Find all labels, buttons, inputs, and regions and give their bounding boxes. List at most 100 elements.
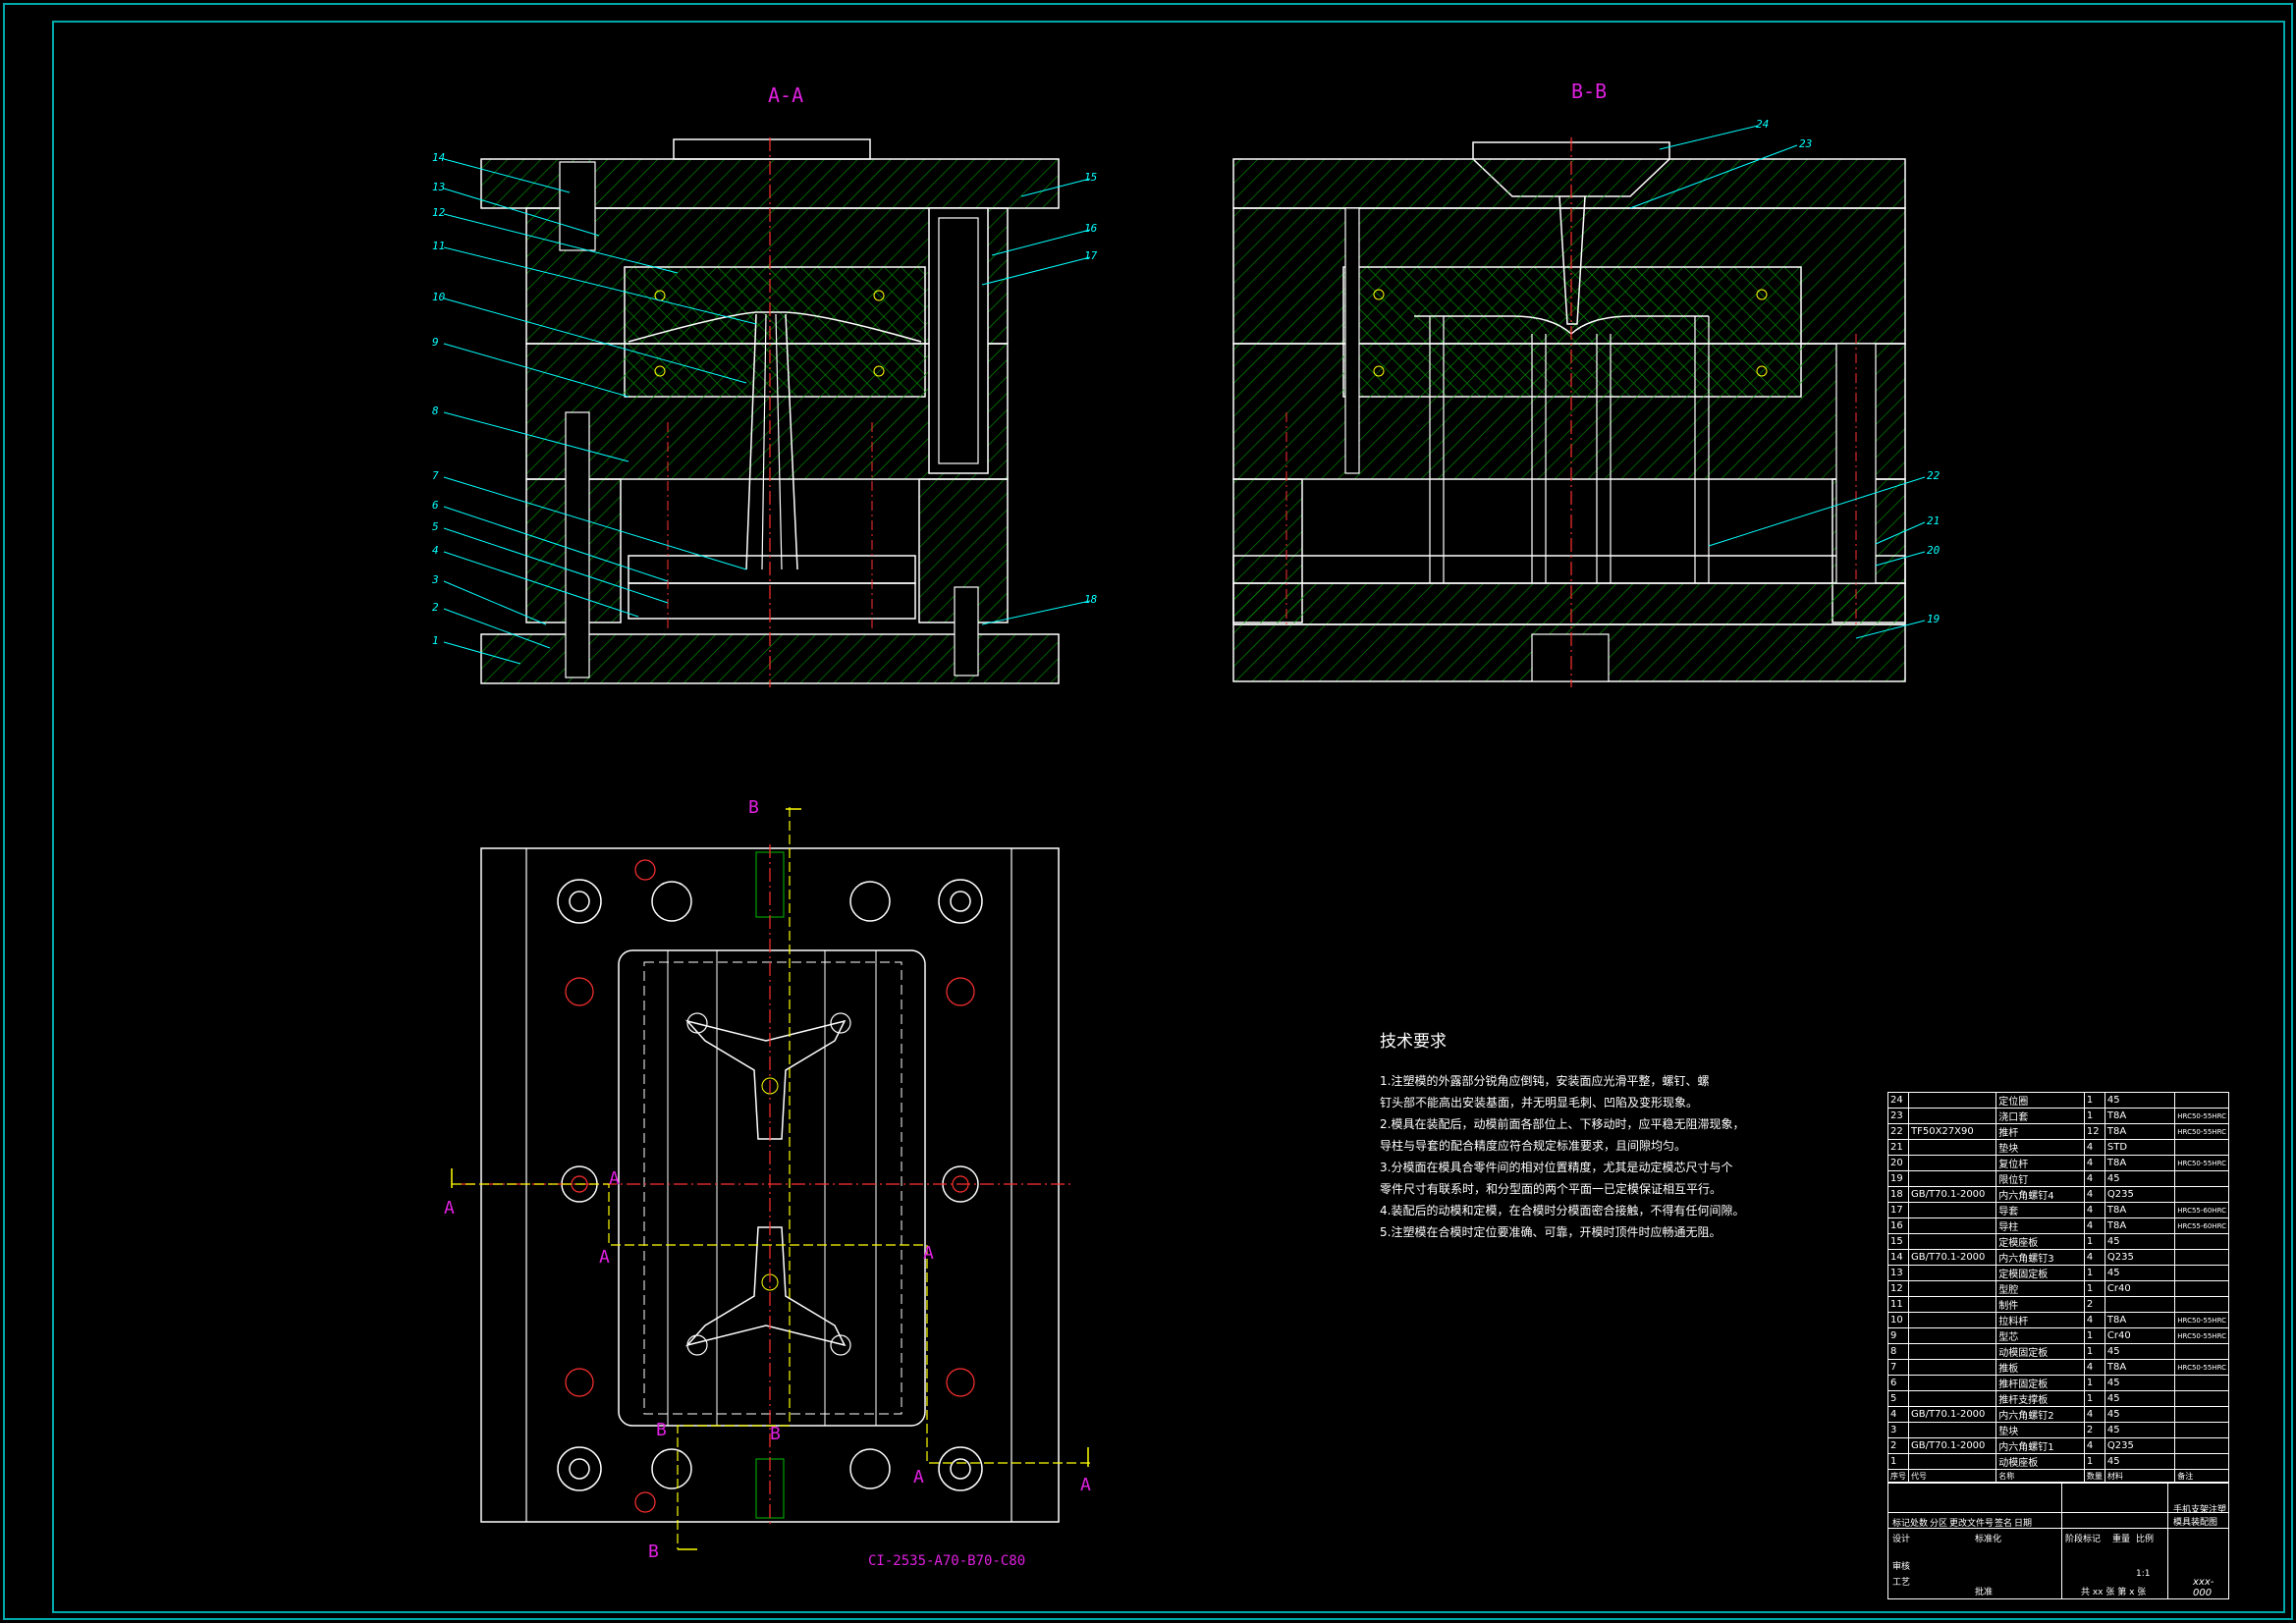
- bom-cell: [2174, 1249, 2229, 1266]
- bom-cell: [1907, 1155, 1997, 1171]
- callout-15: 15: [1084, 171, 1097, 184]
- bom-cell: 4: [2083, 1170, 2105, 1187]
- bom-cell: [1907, 1422, 1997, 1438]
- callout-11: 11: [432, 240, 445, 252]
- tb-zone: 分区: [1930, 1519, 1948, 1529]
- tech-req-line: 钉头部不能高出安装基面，并无明显毛刺、凹陷及变形现象。: [1380, 1096, 1699, 1109]
- bom-cell: [2174, 1375, 2229, 1391]
- tech-req-line: 5.注塑模在合模时定位要准确、可靠，开模时顶件时应畅通无阻。: [1380, 1225, 1722, 1239]
- bom-cell: [1907, 1108, 1997, 1124]
- bom-cell: [1907, 1296, 1997, 1313]
- bom-cell: [2174, 1139, 2229, 1156]
- tech-req-line: 零件尺寸有联系时，和分型面的两个平面一已定模保证相互平行。: [1380, 1182, 1722, 1196]
- bom-cell: 内六角螺钉3: [1995, 1249, 2085, 1266]
- bom-cell: 1: [2083, 1453, 2105, 1470]
- callout-2: 2: [432, 601, 439, 614]
- bom-cell: 1: [2083, 1092, 2105, 1109]
- bom-cell: 动模座板: [1995, 1453, 2085, 1470]
- bom-cell: 11: [1887, 1296, 1909, 1313]
- tech-req-line: 3.分模面在模具合零件间的相对位置精度，尤其是动定模芯尺寸与个: [1380, 1161, 1733, 1174]
- callout-7: 7: [432, 469, 439, 482]
- bom-header-cell: 代号: [1907, 1469, 1997, 1484]
- bom-cell: 型芯: [1995, 1327, 2085, 1344]
- bom-cell: 23: [1887, 1108, 1909, 1124]
- bom-cell: HRC55-60HRC: [2174, 1202, 2229, 1218]
- bom-cell: [2174, 1296, 2229, 1313]
- bom-cell: 垫块: [1995, 1422, 2085, 1438]
- bom-cell: [2174, 1422, 2229, 1438]
- bom-cell: 45: [2104, 1233, 2176, 1250]
- bom-cell: 6: [1887, 1375, 1909, 1391]
- bom-cell: 18: [1887, 1186, 1909, 1203]
- bom-cell: GB/T70.1-2000: [1907, 1437, 1997, 1454]
- bom-cell: 15: [1887, 1233, 1909, 1250]
- bom-cell: 内六角螺钉2: [1995, 1406, 2085, 1423]
- bom-cell: 4: [2083, 1437, 2105, 1454]
- bom-cell: 1: [1887, 1453, 1909, 1470]
- bom-cell: 13: [1887, 1265, 1909, 1281]
- bom-cell: T8A: [2104, 1155, 2176, 1171]
- marker-b-bottom: B: [648, 1542, 659, 1562]
- callout-4: 4: [432, 544, 439, 557]
- bom-cell: 45: [2104, 1375, 2176, 1391]
- tb-stage: 阶段标记: [2065, 1535, 2102, 1544]
- bom-cell: 限位钉: [1995, 1170, 2085, 1187]
- bom-cell: [2174, 1233, 2229, 1250]
- bom-cell: 推杆固定板: [1995, 1375, 2085, 1391]
- bom-cell: 4: [2083, 1202, 2105, 1218]
- callout-21: 21: [1927, 514, 1940, 527]
- bom-cell: 12: [1887, 1280, 1909, 1297]
- callout-6: 6: [432, 499, 439, 512]
- callout-3: 3: [431, 573, 439, 586]
- bom-cell: Q235: [2104, 1437, 2176, 1454]
- bom-cell: T8A: [2104, 1108, 2176, 1124]
- bom-cell: T8A: [2104, 1123, 2176, 1140]
- bom-cell: [1907, 1217, 1997, 1234]
- bom-cell: TF50X27X90: [1907, 1123, 1997, 1140]
- bom-cell: 3: [1887, 1422, 1909, 1438]
- bom-cell: [2174, 1453, 2229, 1470]
- marker-a-inner-2: A: [923, 1243, 934, 1264]
- marker-b-inner-1: B: [656, 1420, 667, 1440]
- bom-header-cell: 材料: [2104, 1469, 2176, 1484]
- bom-cell: 推板: [1995, 1359, 2085, 1376]
- callout-24: 24: [1756, 118, 1769, 131]
- callout-5: 5: [432, 520, 439, 533]
- bom-cell: 17: [1887, 1202, 1909, 1218]
- technical-requirements: 技术要求 1.注塑模的外露部分锐角应倒钝，安装面应光滑平整，螺钉、螺 钉头部不能…: [1380, 1031, 1744, 1243]
- marker-a-inner-4: A: [913, 1467, 924, 1488]
- bom-cell: HRC55-60HRC: [2174, 1217, 2229, 1234]
- bom-cell: 7: [1887, 1359, 1909, 1376]
- bom-cell: 4: [2083, 1217, 2105, 1234]
- callout-10: 10: [432, 291, 446, 303]
- bom-cell: T8A: [2104, 1359, 2176, 1376]
- tb-process: 工艺: [1892, 1578, 1911, 1588]
- bom-cell: 4: [2083, 1155, 2105, 1171]
- tb-sign: 签名: [1995, 1519, 2013, 1529]
- callout-13: 13: [432, 181, 445, 193]
- bom-cell: 推杆: [1995, 1123, 2085, 1140]
- bom-cell: 1: [2083, 1108, 2105, 1124]
- bom-cell: 复位杆: [1995, 1155, 2085, 1171]
- bom-cell: [1907, 1327, 1997, 1344]
- drawing-number: xxx-000: [2193, 1577, 2214, 1598]
- bom-cell: 4: [2083, 1312, 2105, 1328]
- bom-cell: 45: [2104, 1406, 2176, 1423]
- bom-cell: [2174, 1265, 2229, 1281]
- bom-cell: 导套: [1995, 1202, 2085, 1218]
- marker-a-right: A: [1080, 1475, 1091, 1495]
- bom-cell: 45: [2104, 1092, 2176, 1109]
